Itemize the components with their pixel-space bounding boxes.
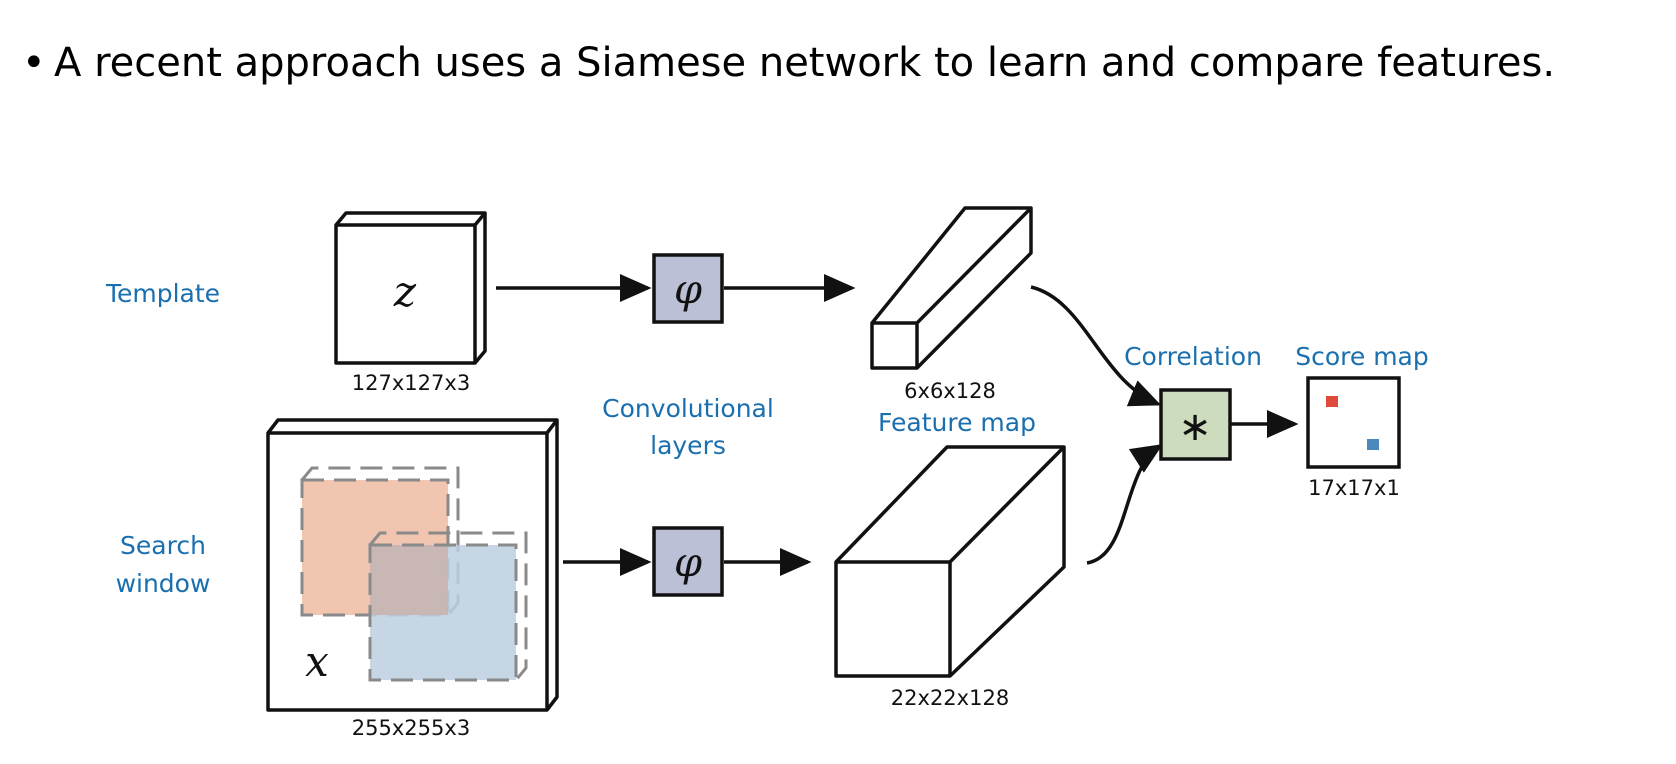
bullet-text: A recent approach uses a Siamese network…	[54, 40, 1555, 86]
template-image: z	[334, 211, 487, 365]
x-symbol: x	[305, 637, 329, 686]
search-dims: 255x255x3	[352, 716, 470, 740]
small-feature-dims: 6x6x128	[904, 379, 996, 403]
phi-top-block: φ	[652, 253, 724, 324]
correlation-label: Correlation	[1124, 342, 1262, 371]
curve-large-to-correlation	[1086, 444, 1163, 565]
score-dims: 17x17x1	[1308, 476, 1400, 500]
z-symbol: z	[393, 267, 417, 316]
template-label: Template	[105, 279, 220, 308]
bullet-symbol: •	[22, 40, 46, 86]
template-dims: 127x127x3	[352, 371, 470, 395]
score-map-box	[1306, 376, 1401, 469]
correlation-symbol: ∗	[1178, 404, 1212, 450]
score-peak-blue	[1367, 439, 1379, 450]
crop-blue	[368, 531, 528, 682]
large-feature-dims: 22x22x128	[891, 686, 1009, 710]
search-window-label-line1: Search	[120, 531, 206, 560]
feature-map-label: Feature map	[878, 408, 1036, 437]
phi-bottom-block: φ	[652, 526, 724, 597]
correlation-block: ∗	[1159, 388, 1232, 461]
phi-top-symbol: φ	[674, 267, 702, 313]
conv-layers-label-line1: Convolutional	[602, 394, 774, 423]
phi-bottom-symbol: φ	[674, 540, 702, 586]
search-window-label-line2: window	[116, 569, 211, 598]
curve-small-to-correlation	[1030, 285, 1162, 407]
score-peak-red	[1326, 396, 1338, 407]
search-image: x	[266, 418, 559, 712]
feature-block-large	[834, 445, 1066, 678]
conv-layers-label-line2: layers	[650, 431, 726, 460]
score-map-label: Score map	[1295, 342, 1429, 371]
feature-block-small	[870, 206, 1033, 370]
